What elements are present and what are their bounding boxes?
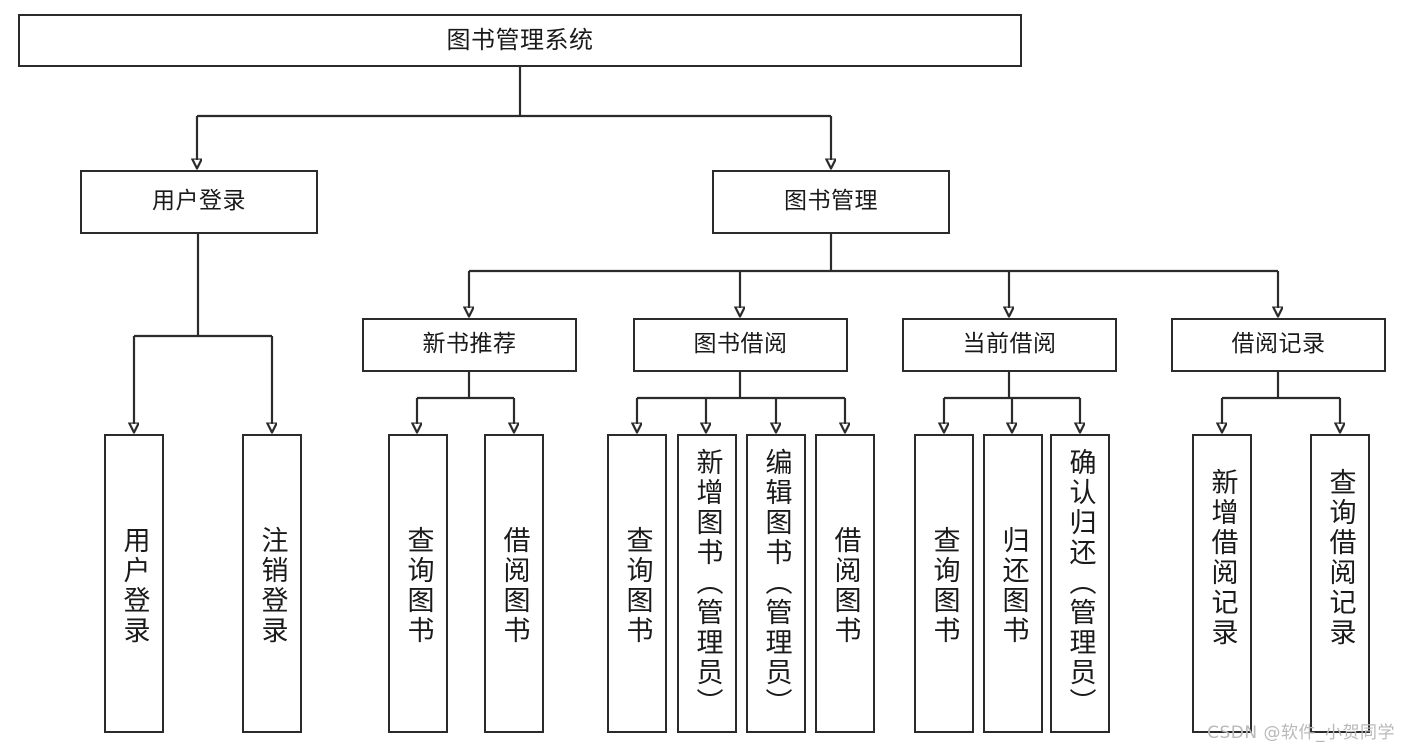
node-label: 查询图书 bbox=[621, 526, 653, 646]
node-label: 图书管理 bbox=[784, 188, 878, 215]
node-label: 注销登录 bbox=[256, 526, 288, 646]
node-label: 借阅图书 bbox=[498, 526, 530, 646]
node-label: 确认归还（管理员） bbox=[1064, 448, 1096, 718]
node-label: 图书借阅 bbox=[693, 331, 788, 358]
leaf-query-borrow-record[interactable]: 查询借阅记录 bbox=[1310, 434, 1370, 733]
watermark: CSDN @软件_小贺同学 bbox=[1207, 723, 1395, 743]
node-label: 借阅记录 bbox=[1231, 331, 1326, 358]
leaf-query-book-borrow[interactable]: 查询图书 bbox=[607, 434, 667, 733]
node-label: 新增图书（管理员） bbox=[691, 448, 723, 718]
node-book-management[interactable]: 图书管理 bbox=[712, 170, 950, 234]
node-borrow-record[interactable]: 借阅记录 bbox=[1171, 318, 1386, 372]
leaf-return-book[interactable]: 归还图书 bbox=[983, 434, 1043, 733]
node-label: 当前借阅 bbox=[962, 331, 1057, 358]
node-label: 用户登录 bbox=[118, 526, 150, 646]
leaf-edit-book-admin[interactable]: 编辑图书（管理员） bbox=[746, 434, 806, 733]
leaf-borrow-book-recommend[interactable]: 借阅图书 bbox=[484, 434, 544, 733]
node-label: 查询图书 bbox=[928, 526, 960, 646]
leaf-confirm-return-admin[interactable]: 确认归还（管理员） bbox=[1050, 434, 1110, 733]
node-new-book-recommend[interactable]: 新书推荐 bbox=[362, 318, 577, 372]
node-book-borrow[interactable]: 图书借阅 bbox=[633, 318, 848, 372]
node-root-system[interactable]: 图书管理系统 bbox=[18, 14, 1022, 67]
node-label: 查询图书 bbox=[402, 526, 434, 646]
node-user-login[interactable]: 用户登录 bbox=[80, 170, 318, 234]
node-label: 新增借阅记录 bbox=[1206, 468, 1238, 648]
leaf-add-book-admin[interactable]: 新增图书（管理员） bbox=[677, 434, 737, 733]
leaf-query-book-current[interactable]: 查询图书 bbox=[914, 434, 974, 733]
node-label: 归还图书 bbox=[997, 526, 1029, 646]
node-label: 用户登录 bbox=[152, 188, 246, 215]
node-label: 借阅图书 bbox=[829, 526, 861, 646]
leaf-borrow-book[interactable]: 借阅图书 bbox=[815, 434, 875, 733]
leaf-query-book-recommend[interactable]: 查询图书 bbox=[388, 434, 448, 733]
node-label: 图书管理系统 bbox=[446, 26, 594, 55]
leaf-add-borrow-record[interactable]: 新增借阅记录 bbox=[1192, 434, 1252, 733]
node-current-borrow[interactable]: 当前借阅 bbox=[902, 318, 1117, 372]
leaf-logout-login[interactable]: 注销登录 bbox=[242, 434, 302, 733]
leaf-user-login[interactable]: 用户登录 bbox=[104, 434, 164, 733]
node-label: 查询借阅记录 bbox=[1324, 468, 1356, 648]
node-label: 编辑图书（管理员） bbox=[760, 448, 792, 718]
node-label: 新书推荐 bbox=[422, 331, 517, 358]
